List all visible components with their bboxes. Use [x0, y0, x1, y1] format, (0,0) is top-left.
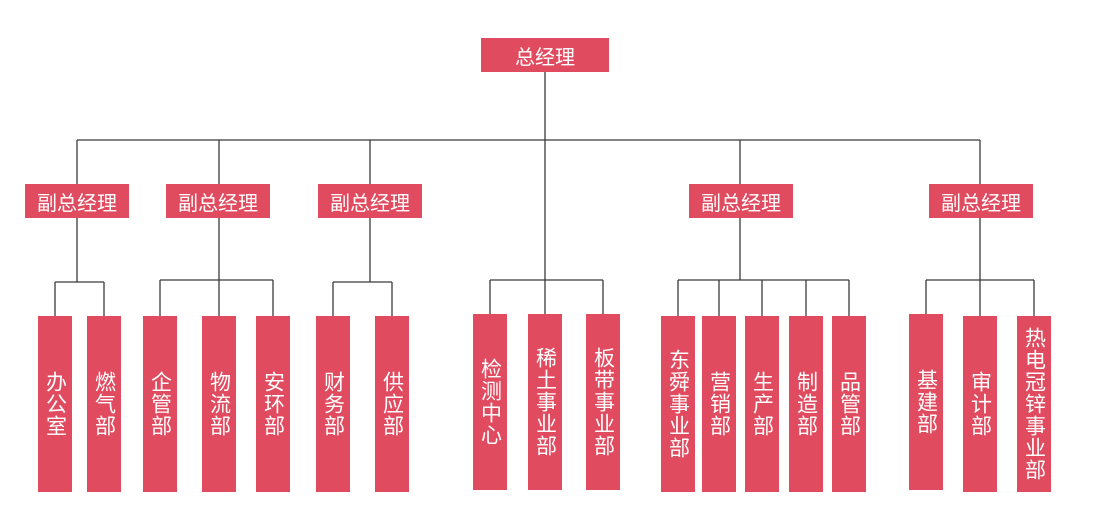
department-box: 制造部 — [789, 316, 823, 492]
department-box: 财务部 — [316, 316, 350, 492]
deputy-manager-box: 副总经理 — [25, 184, 129, 218]
department-box: 企管部 — [143, 316, 177, 492]
department-label: 东舜事业部 — [666, 349, 691, 459]
department-label: 企管部 — [148, 371, 173, 437]
general-manager-label: 总经理 — [515, 44, 575, 69]
deputy-manager-box: 副总经理 — [689, 184, 793, 218]
department-box: 供应部 — [375, 316, 409, 492]
deputy-manager-box: 副总经理 — [166, 184, 270, 218]
department-box: 燃气部 — [87, 316, 121, 492]
deputy-manager-box: 副总经理 — [929, 184, 1033, 218]
department-box: 基建部 — [909, 314, 943, 490]
department-label: 安环部 — [261, 371, 286, 437]
department-label: 办公室 — [43, 371, 68, 437]
department-box: 安环部 — [256, 316, 290, 492]
department-label: 品管部 — [837, 371, 862, 437]
department-box: 检测中心 — [473, 314, 507, 490]
department-label: 稀土事业部 — [533, 347, 558, 457]
department-box: 东舜事业部 — [661, 316, 695, 492]
department-label: 审计部 — [968, 371, 993, 437]
department-label: 供应部 — [380, 371, 405, 437]
department-label: 制造部 — [794, 371, 819, 437]
department-box: 物流部 — [202, 316, 236, 492]
general-manager-box: 总经理 — [481, 38, 609, 72]
department-box: 生产部 — [745, 316, 779, 492]
department-box: 办公室 — [38, 316, 72, 492]
department-box: 审计部 — [963, 316, 997, 492]
deputy-manager-label: 副总经理 — [178, 190, 258, 215]
department-label: 物流部 — [207, 371, 232, 437]
deputy-manager-box: 副总经理 — [318, 184, 422, 218]
department-box: 营销部 — [702, 316, 736, 492]
department-label: 营销部 — [707, 371, 732, 437]
department-label: 财务部 — [321, 371, 346, 437]
department-label: 板带事业部 — [591, 347, 616, 457]
deputy-manager-label: 副总经理 — [330, 190, 410, 215]
deputy-manager-label: 副总经理 — [37, 190, 117, 215]
department-label: 热电冠锌事业部 — [1022, 327, 1047, 481]
department-label: 基建部 — [914, 369, 939, 435]
department-box: 热电冠锌事业部 — [1017, 316, 1051, 492]
department-box: 板带事业部 — [586, 314, 620, 490]
department-box: 稀土事业部 — [528, 314, 562, 490]
department-label: 生产部 — [750, 371, 775, 437]
deputy-manager-label: 副总经理 — [941, 190, 1021, 215]
department-box: 品管部 — [832, 316, 866, 492]
department-label: 检测中心 — [478, 358, 503, 446]
department-label: 燃气部 — [92, 371, 117, 437]
deputy-manager-label: 副总经理 — [701, 190, 781, 215]
